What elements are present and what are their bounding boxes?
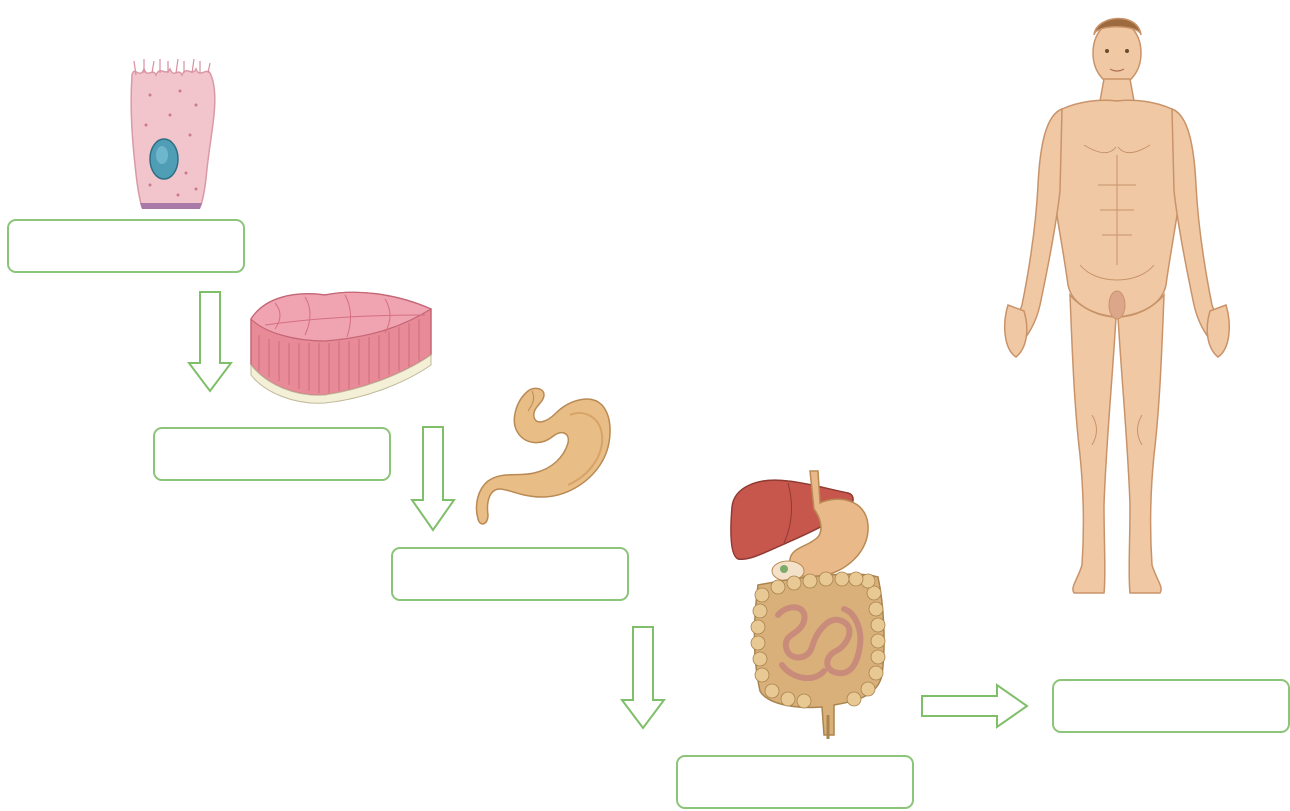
hollow-arrow-icon	[187, 291, 233, 393]
hollow-arrow-icon	[921, 683, 1029, 729]
hollow-arrow-icon	[410, 426, 456, 532]
organ-label-box[interactable]	[391, 547, 629, 601]
digestive-system-icon	[728, 465, 898, 745]
cell-label-box[interactable]	[7, 219, 245, 273]
organism-label-box[interactable]	[1052, 679, 1290, 733]
cell-label-text	[9, 221, 243, 271]
organ-system-label-box[interactable]	[676, 755, 914, 809]
tissue-icon	[245, 285, 440, 405]
stomach-icon	[472, 385, 617, 530]
tissue-label-text	[155, 429, 389, 479]
tissue-label-box[interactable]	[153, 427, 391, 481]
organ-system-label-text	[678, 757, 912, 807]
organ-label-text	[393, 549, 627, 599]
cell-icon	[120, 55, 230, 215]
hollow-arrow-icon	[620, 626, 666, 730]
human-body-icon	[1000, 5, 1235, 600]
organism-label-text	[1054, 681, 1288, 731]
